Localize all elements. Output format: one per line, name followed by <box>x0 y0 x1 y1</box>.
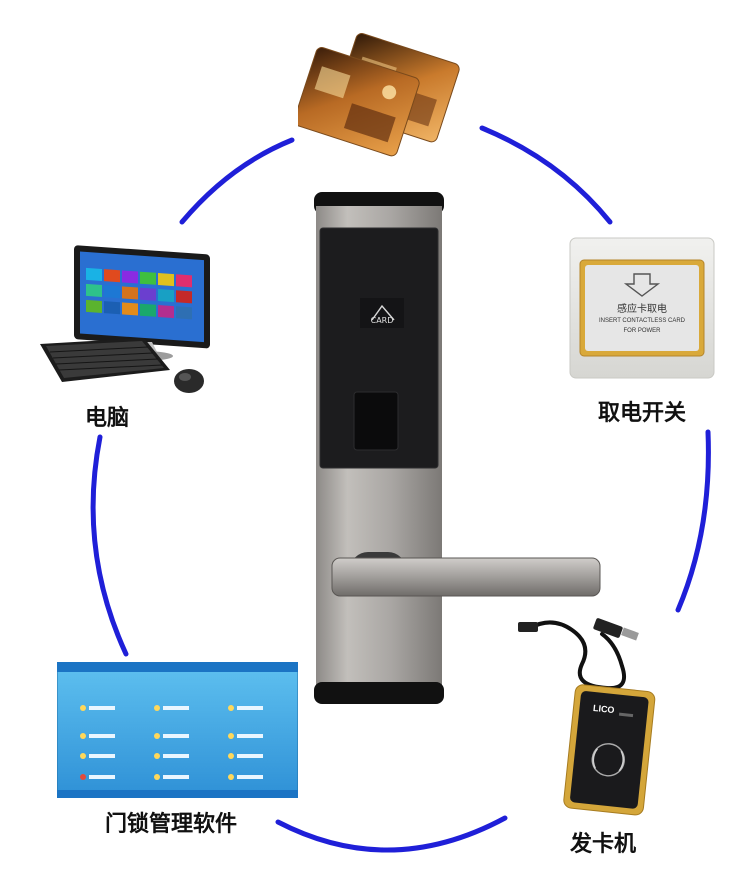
arc-left <box>90 434 129 657</box>
lock-card-logo: CARD <box>370 316 394 325</box>
usb-cable-icon <box>528 620 627 691</box>
software-screen-icon <box>57 662 298 798</box>
card-encoder: LICO <box>512 608 692 818</box>
arc-bottom <box>275 815 508 853</box>
power-switch: 感应卡取电 INSERT CONTACTLESS CARD FOR POWER <box>568 236 716 380</box>
keyboard-icon <box>40 338 170 382</box>
card-encoder-icon <box>518 618 656 816</box>
arc-top-left <box>179 137 295 225</box>
software-window <box>57 662 298 798</box>
door-lock: CARD <box>312 190 612 710</box>
desktop-computer-icon <box>74 245 210 361</box>
computer-group <box>30 238 220 398</box>
encoder-brand: LICO <box>592 702 615 716</box>
label-computer: 电脑 <box>85 406 130 431</box>
label-software: 门锁管理软件 <box>105 812 238 837</box>
power-switch-cn: 感应卡取电 <box>617 304 667 315</box>
label-power-switch: 取电开关 <box>598 401 687 426</box>
door-lock-icon <box>314 192 601 704</box>
power-switch-icon <box>569 237 715 379</box>
key-card-icon <box>298 33 460 157</box>
arc-top-right <box>479 125 613 225</box>
arc-right <box>675 429 711 613</box>
power-switch-en-1: INSERT CONTACTLESS CARD <box>598 318 685 324</box>
power-switch-en-2: FOR POWER <box>623 328 661 334</box>
mouse-icon <box>174 369 204 393</box>
label-encoder: 发卡机 <box>570 832 637 857</box>
